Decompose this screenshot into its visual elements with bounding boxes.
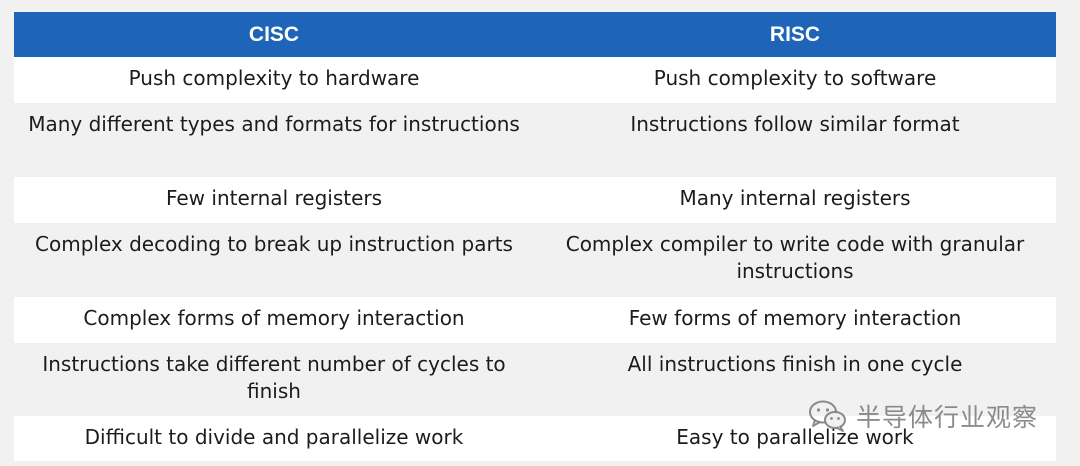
risc-cell: Few forms of memory interaction [534,297,1056,343]
risc-cell: Easy to parallelize work [534,416,1056,461]
cisc-cell: Instructions take different number of cy… [14,343,534,416]
table-row: Push complexity to hardware Push complex… [14,57,1056,103]
risc-cell: Complex compiler to write code with gran… [534,223,1056,297]
table-row: Complex decoding to break up instruction… [14,223,1056,297]
cisc-cell: Many different types and formats for ins… [14,103,534,177]
risc-cell: Instructions follow similar format [534,103,1056,177]
cisc-cell: Few internal registers [14,177,534,223]
risc-cell: Many internal registers [534,177,1056,223]
header-cisc: CISC [14,12,534,57]
table-row: Many different types and formats for ins… [14,103,1056,177]
table-row: Instructions take different number of cy… [14,343,1056,416]
comparison-table-container: CISC RISC Push complexity to hardware Pu… [14,12,1056,461]
cisc-cell: Difficult to divide and parallelize work [14,416,534,461]
cisc-cell: Complex decoding to break up instruction… [14,223,534,297]
table-row: Few internal registers Many internal reg… [14,177,1056,223]
cisc-risc-comparison-table: CISC RISC Push complexity to hardware Pu… [14,12,1056,461]
cisc-cell: Push complexity to hardware [14,57,534,103]
cisc-cell: Complex forms of memory interaction [14,297,534,343]
table-header-row: CISC RISC [14,12,1056,57]
table-row: Complex forms of memory interaction Few … [14,297,1056,343]
header-risc: RISC [534,12,1056,57]
risc-cell: All instructions finish in one cycle [534,343,1056,416]
table-row: Difficult to divide and parallelize work… [14,416,1056,461]
risc-cell: Push complexity to software [534,57,1056,103]
